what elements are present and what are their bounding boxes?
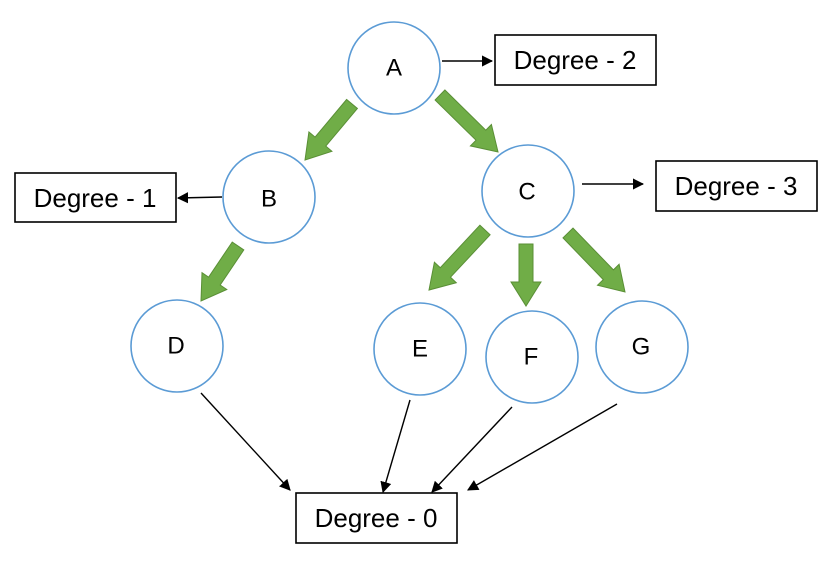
- annotation-arrows: [176, 55, 645, 494]
- node-a-circle: [347, 21, 441, 115]
- node-e-circle: [373, 302, 467, 396]
- node-a: A: [347, 21, 441, 115]
- degree-box-leaves-label: Degree - 0: [315, 503, 438, 533]
- node-f: F: [485, 310, 579, 404]
- node-b-label: B: [261, 186, 277, 213]
- node-b-circle: [222, 150, 316, 244]
- node-b: B: [222, 150, 316, 244]
- node-f-label: F: [524, 344, 539, 371]
- node-d: D: [130, 299, 224, 393]
- degree-box-b-frame: [14, 172, 177, 223]
- node-g-label: G: [632, 334, 651, 361]
- node-d-circle: [130, 299, 224, 393]
- edge-a-to-b-arrow: [304, 98, 359, 161]
- arrow-b-to-degree-label: [176, 192, 223, 204]
- degree-box-leaves: Degree - 0: [295, 492, 458, 544]
- arrow-d-to-degree-label: [200, 392, 291, 491]
- degree-box-c-frame: [655, 160, 818, 212]
- arrow-g-to-degree-label: [467, 403, 618, 491]
- tree-edges: [200, 89, 626, 307]
- tree-nodes: A B C D E F G: [130, 21, 689, 404]
- node-e: E: [373, 302, 467, 396]
- node-e-label: E: [412, 336, 428, 363]
- node-d-label: D: [167, 333, 184, 360]
- degree-box-c-label: Degree - 3: [675, 171, 798, 201]
- degree-box-b: Degree - 1: [14, 172, 177, 223]
- degree-box-a-frame: [494, 34, 657, 86]
- node-c-circle: [481, 144, 575, 238]
- edge-b-to-d-arrow: [200, 241, 245, 302]
- degree-box-a: Degree - 2: [494, 34, 657, 86]
- arrow-f-to-degree-label: [431, 406, 513, 493]
- degree-boxes: Degree - 2 Degree - 1 Degree - 3 Degree …: [14, 34, 818, 544]
- node-c-label: C: [518, 179, 535, 206]
- degree-box-leaves-frame: [295, 492, 458, 544]
- node-f-circle: [485, 310, 579, 404]
- degree-box-a-label: Degree - 2: [514, 45, 637, 75]
- node-g-circle: [595, 300, 689, 394]
- node-a-label: A: [386, 55, 402, 82]
- edge-a-to-c-arrow: [434, 89, 499, 153]
- node-c: C: [481, 144, 575, 238]
- arrow-e-to-degree-label: [380, 399, 411, 494]
- edge-c-to-f-arrow: [510, 243, 542, 307]
- degree-box-c: Degree - 3: [655, 160, 818, 212]
- edge-c-to-e-arrow: [428, 224, 491, 291]
- node-g: G: [595, 300, 689, 394]
- degree-box-b-label: Degree - 1: [34, 183, 157, 213]
- edge-c-to-g-arrow: [562, 227, 626, 293]
